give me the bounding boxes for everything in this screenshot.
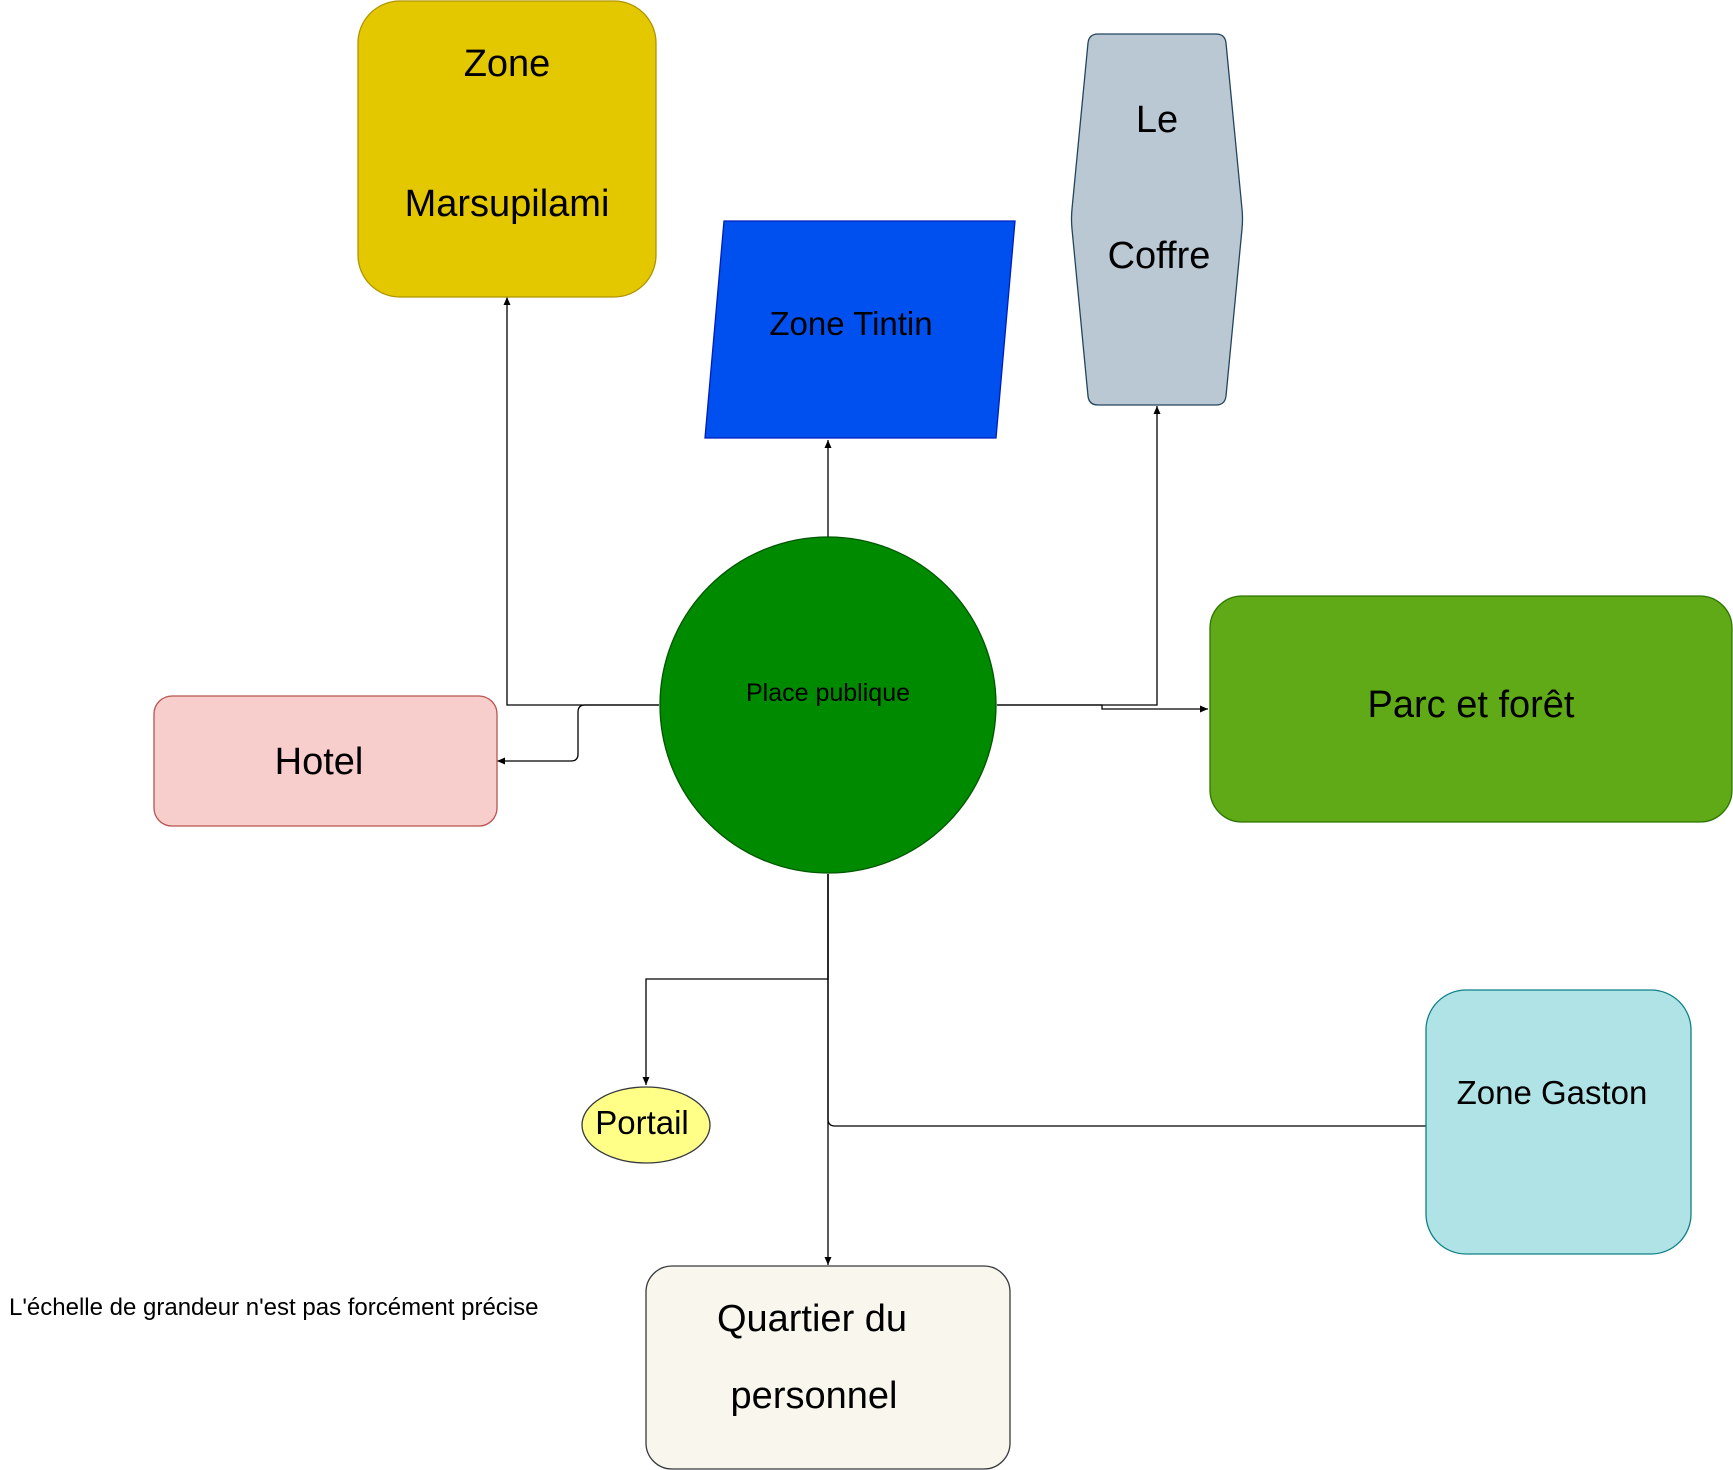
le-coffre-label-line1: Le (1136, 99, 1178, 141)
le-coffre-shape (1070, 33, 1244, 406)
zone-tintin-label: Zone Tintin (769, 305, 932, 342)
portail-shape (581, 1086, 711, 1164)
quartier-du-personnel-shape (645, 1265, 1011, 1470)
zone-tintin-shape (704, 220, 1016, 439)
hotel-shape (153, 695, 498, 827)
quartier-du-personnel-label-line1: Quartier du (717, 1298, 907, 1340)
node-parc-et-foret[interactable]: Parc et forêt (1209, 595, 1733, 823)
edges (497, 297, 1426, 1265)
node-zone-tintin[interactable]: Zone Tintin (704, 220, 1016, 439)
place-publique-shape (659, 536, 997, 874)
hotel-label: Hotel (275, 741, 364, 783)
le-coffre-label-line2: Coffre (1108, 235, 1211, 277)
portail-label: Portail (595, 1104, 689, 1141)
node-zone-gaston[interactable]: Zone Gaston (1425, 989, 1692, 1255)
node-le-coffre[interactable]: Le Coffre (1070, 33, 1244, 406)
edge-place-to-coffre (997, 406, 1161, 706)
zone-gaston-shape (1425, 989, 1692, 1255)
place-publique-label: Place publique (746, 679, 910, 707)
parc-et-foret-shape (1209, 595, 1733, 823)
node-quartier-du-personnel[interactable]: Quartier du personnel (645, 1265, 1011, 1470)
zone-marsupilami-label-line1: Zone (464, 43, 551, 85)
quartier-du-personnel-label-line2: personnel (731, 1375, 898, 1417)
edge-place-to-hotel (497, 704, 659, 765)
node-portail[interactable]: Portail (581, 1086, 711, 1164)
node-place-publique[interactable]: Place publique (659, 536, 997, 874)
edge-place-to-marsupilami (503, 297, 659, 706)
zone-gaston-label: Zone Gaston (1457, 1074, 1648, 1111)
node-hotel[interactable]: Hotel (153, 695, 498, 827)
edge-gaston-to-place (827, 874, 1426, 1127)
zone-marsupilami-shape (357, 0, 657, 298)
scale-note: L'échelle de grandeur n'est pas forcémen… (9, 1294, 538, 1321)
node-zone-marsupilami[interactable]: Zone Marsupilami (357, 0, 657, 298)
edge-place-to-portail (642, 874, 829, 1085)
edge-place-to-parc (997, 704, 1208, 713)
zone-marsupilami-label-line2: Marsupilami (405, 183, 610, 225)
parc-et-foret-label: Parc et forêt (1368, 684, 1575, 726)
